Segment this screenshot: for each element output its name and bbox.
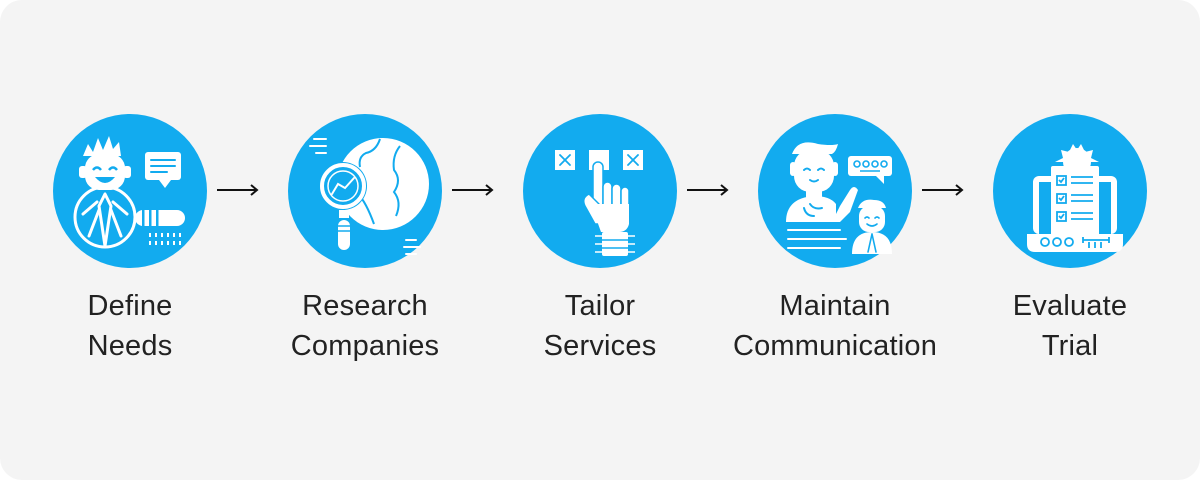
arrow-right-icon bbox=[687, 184, 729, 196]
connector-arrow bbox=[921, 182, 965, 198]
hand-select-option-icon bbox=[555, 150, 643, 256]
step-circle bbox=[288, 114, 442, 268]
step-circle bbox=[523, 114, 677, 268]
step-label-line: Communication bbox=[732, 330, 938, 362]
step-label-line: Define bbox=[87, 290, 173, 322]
step-label-maintain-communication: Maintain Communication bbox=[715, 286, 955, 366]
step-label-line: Research bbox=[302, 290, 428, 322]
step-circle bbox=[53, 114, 207, 268]
step-define-needs bbox=[53, 114, 207, 268]
step-label-line: Needs bbox=[87, 330, 173, 362]
arrow-right-icon bbox=[452, 184, 494, 196]
step-label-line: Services bbox=[543, 330, 657, 362]
step-research-companies bbox=[288, 114, 442, 268]
connector-arrow bbox=[451, 182, 495, 198]
step-label-line: Tailor bbox=[564, 290, 636, 322]
step-label-define-needs: Define Needs bbox=[10, 286, 250, 366]
step-circle bbox=[758, 114, 912, 268]
step-label-line: Evaluate bbox=[1012, 290, 1128, 322]
step-label-line: Companies bbox=[290, 330, 440, 362]
step-label-research-companies: Research Companies bbox=[245, 286, 485, 366]
step-label-evaluate-trial: Evaluate Trial bbox=[950, 286, 1190, 366]
arrow-right-icon bbox=[922, 184, 964, 196]
step-label-line: Trial bbox=[1041, 330, 1099, 362]
people-conversation-icon bbox=[786, 142, 892, 254]
step-evaluate-trial bbox=[993, 114, 1147, 268]
step-circle bbox=[993, 114, 1147, 268]
arrow-right-icon bbox=[217, 184, 259, 196]
globe-magnifier-chart-icon bbox=[309, 138, 429, 255]
step-maintain-communication bbox=[758, 114, 912, 268]
step-label-tailor-services: Tailor Services bbox=[480, 286, 720, 366]
person-magnifier-chat-icon bbox=[73, 136, 185, 249]
connector-arrow bbox=[216, 182, 260, 198]
connector-arrow bbox=[686, 182, 730, 198]
step-label-line: Maintain bbox=[779, 290, 891, 322]
laptop-checklist-gear-icon bbox=[1027, 144, 1123, 252]
step-tailor-services bbox=[523, 114, 677, 268]
